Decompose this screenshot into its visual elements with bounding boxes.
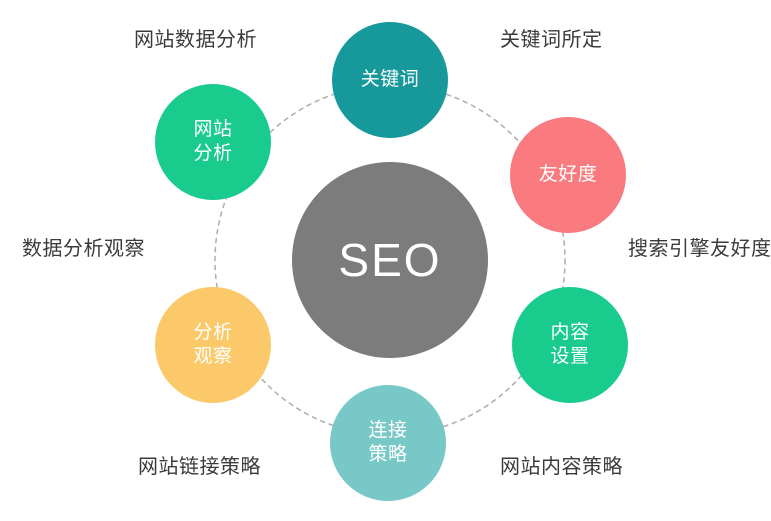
node-circle-friendliness: 友好度 xyxy=(510,117,626,233)
node-label-friendliness: 友好度 xyxy=(538,163,598,185)
node-circle-keyword: 关键词 xyxy=(332,22,448,138)
outer-label-site-content-strategy: 网站内容策略 xyxy=(500,456,623,478)
outer-label-data-analysis-observation: 数据分析观察 xyxy=(22,238,145,260)
node-circle-link-strategy: 连接 策略 xyxy=(330,385,446,501)
node-label-content-setting: 内容 设置 xyxy=(550,321,590,367)
outer-label-keyword-setting: 关键词所定 xyxy=(500,29,603,51)
outer-label-site-data-analysis: 网站数据分析 xyxy=(134,29,257,51)
node-circle-content-setting: 内容 设置 xyxy=(512,287,628,403)
outer-label-site-link-strategy: 网站链接策略 xyxy=(138,456,261,478)
hub-label: SEO xyxy=(338,233,442,286)
hub-circle-seo: SEO xyxy=(292,162,488,358)
outer-label-search-engine-friendliness: 搜索引擎友好度 xyxy=(628,238,771,260)
node-circle-analysis-observation: 分析 观察 xyxy=(155,287,271,403)
node-label-site-analysis: 网站 分析 xyxy=(193,118,233,164)
node-circle-site-analysis: 网站 分析 xyxy=(155,84,271,200)
node-label-keyword: 关键词 xyxy=(360,68,420,90)
node-label-link-strategy: 连接 策略 xyxy=(368,419,408,465)
node-label-analysis-observation: 分析 观察 xyxy=(193,321,233,367)
